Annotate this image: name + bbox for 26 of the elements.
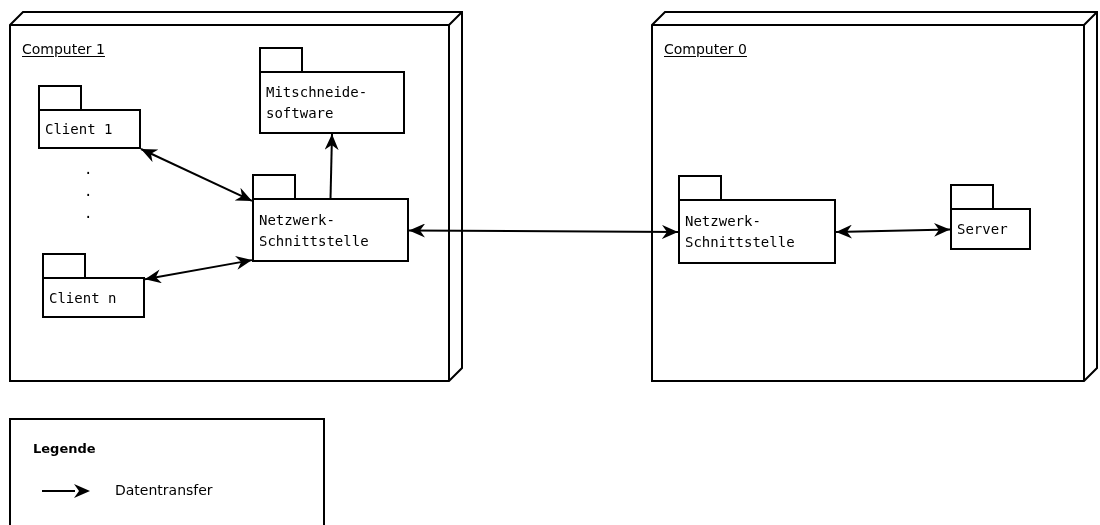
package-label: Netzwerk- Schnittstelle	[685, 212, 796, 252]
legend-text: Datentransfer	[115, 481, 213, 500]
package-label: Mitschneide- software	[266, 83, 369, 123]
package-label: Netzwerk- Schnittstelle	[259, 210, 370, 251]
package-box	[259, 47, 405, 134]
package-box	[678, 175, 836, 264]
ellipsis-dot: .	[84, 162, 93, 176]
ellipsis-dot: .	[84, 206, 93, 220]
package-box	[252, 174, 409, 262]
node-title: Computer 1	[22, 40, 105, 59]
package-box	[42, 253, 145, 318]
deployment-node	[9, 11, 463, 382]
package-label: Client n	[49, 288, 118, 308]
node-title: Computer 0	[664, 40, 747, 59]
ellipsis-dot: .	[84, 184, 93, 198]
arrow	[140, 148, 253, 202]
arrow	[324, 133, 339, 200]
package-label: Server	[957, 220, 1009, 239]
package-box	[950, 184, 1031, 250]
arrow	[408, 223, 679, 239]
package-box	[38, 85, 141, 149]
arrow	[144, 256, 253, 284]
legend-title: Legende	[33, 440, 96, 458]
arrow	[835, 222, 951, 239]
package-label: Client 1	[45, 120, 114, 139]
deployment-node	[651, 11, 1098, 382]
